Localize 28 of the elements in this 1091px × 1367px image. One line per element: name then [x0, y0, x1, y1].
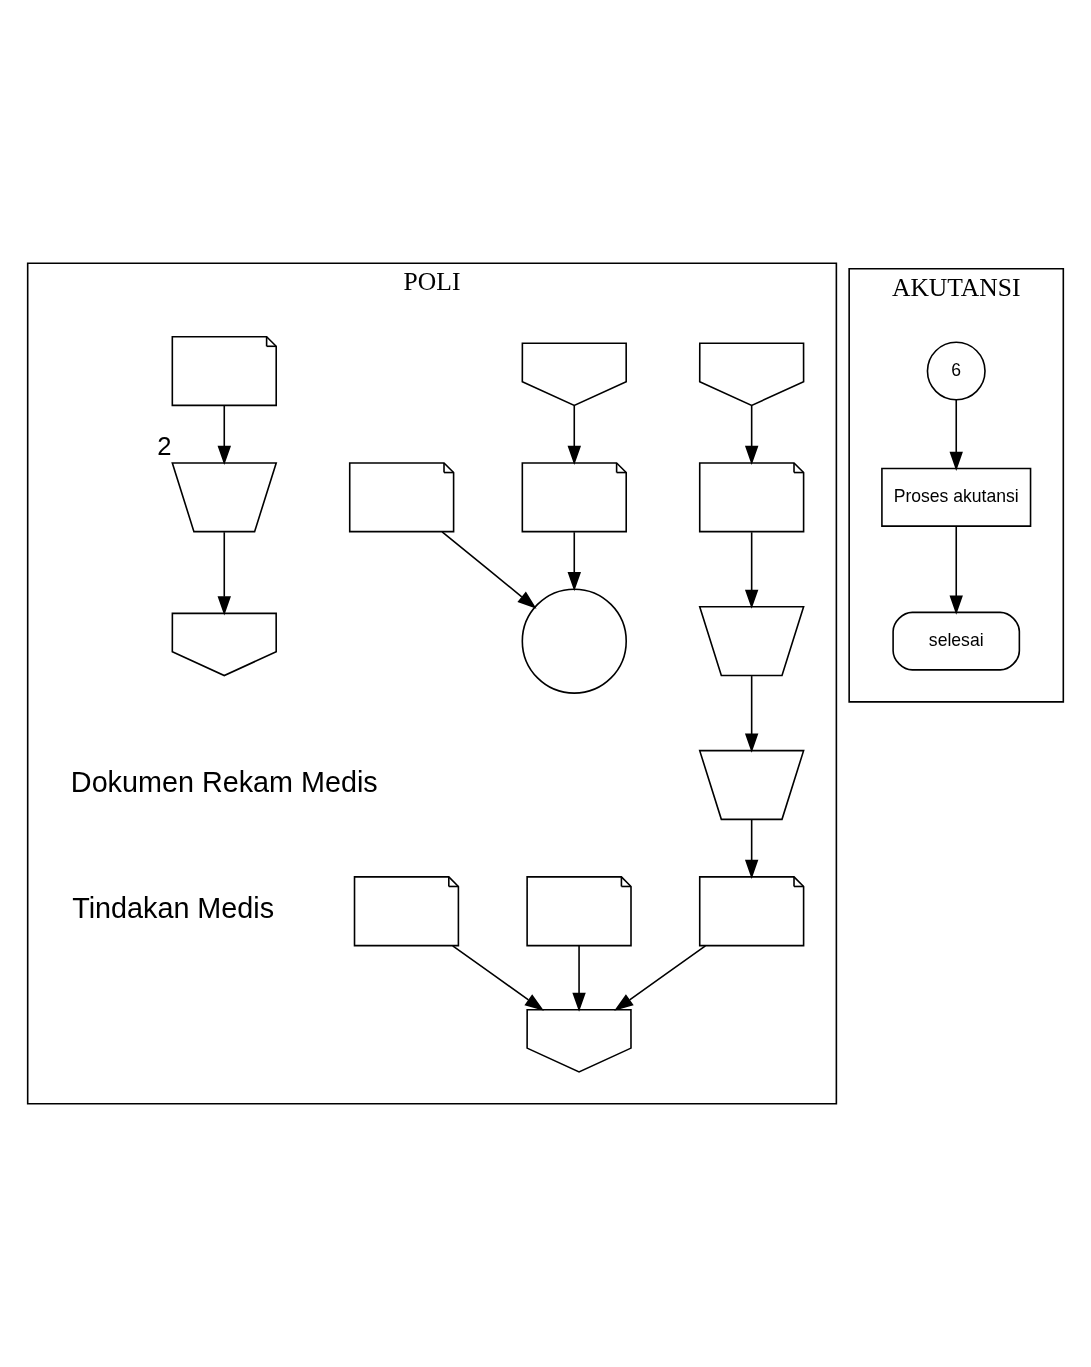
arrow	[744, 404, 759, 466]
node-trapezoid	[698, 606, 805, 677]
node-trapezoid	[698, 749, 805, 821]
arrow	[567, 531, 581, 592]
node-pentagon	[521, 342, 627, 407]
node-pentagon	[526, 1008, 632, 1073]
arrow	[441, 531, 537, 609]
arrow	[451, 945, 544, 1011]
node-pentagon	[698, 342, 805, 407]
arrow	[744, 675, 759, 753]
node-box: selesai	[892, 611, 1021, 671]
label: Dokumen Rekam Medis	[70, 766, 378, 799]
arrow	[572, 945, 586, 1012]
node-circle: 6	[926, 341, 986, 401]
arrow	[744, 818, 759, 879]
node-pentagon	[171, 612, 277, 677]
arrow	[217, 404, 231, 466]
arrow	[744, 531, 759, 609]
label: Tindakan Medis	[72, 892, 275, 925]
arrow	[949, 525, 963, 615]
arrow	[614, 945, 707, 1011]
node-label: 2	[157, 431, 172, 460]
arrow	[217, 531, 231, 616]
arrow	[567, 404, 581, 466]
node-box: Proses akutansi	[881, 467, 1032, 527]
node-circle	[521, 588, 627, 694]
node-trapezoid	[171, 462, 278, 533]
arrow	[949, 399, 963, 471]
